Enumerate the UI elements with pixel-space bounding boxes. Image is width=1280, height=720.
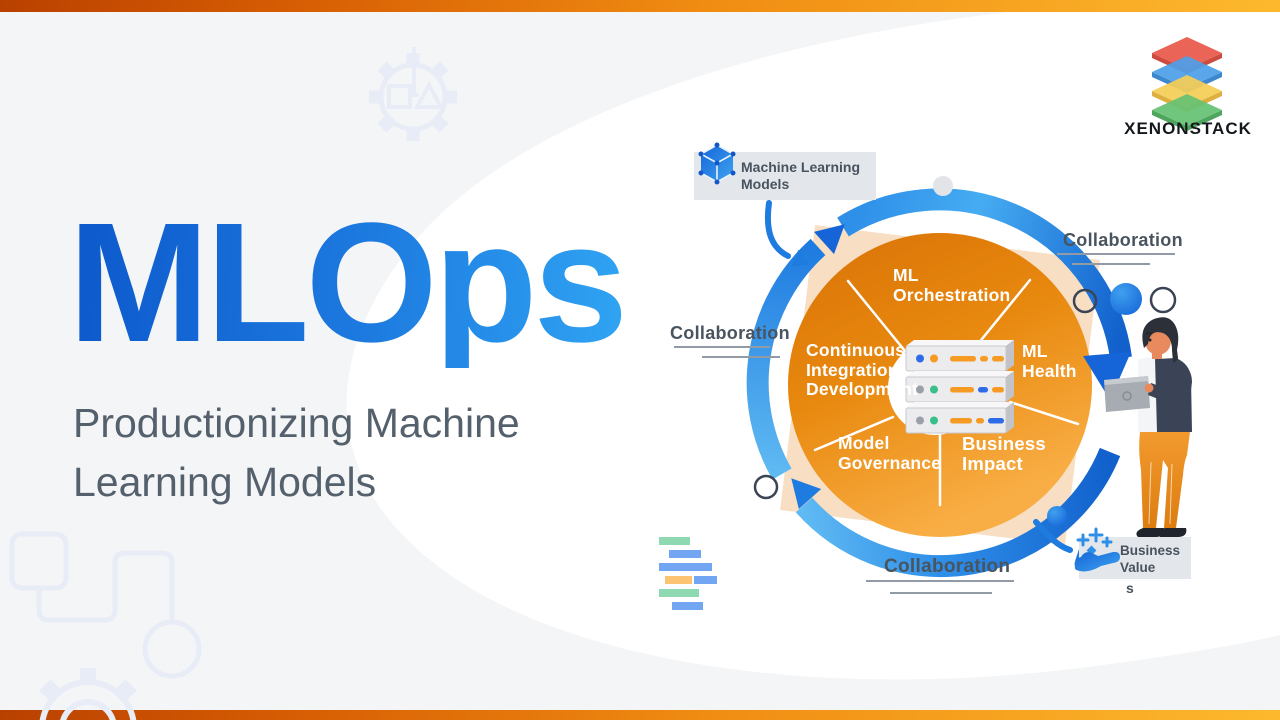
- sector-business-impact: Business Impact: [962, 433, 1046, 474]
- page-subtitle: Productionizing Machine Learning Models: [73, 400, 520, 506]
- sector-ml-health: ML Health: [1022, 341, 1077, 381]
- input-arrow: [764, 200, 810, 267]
- server-stack-icon: [905, 340, 1014, 434]
- brand-name: XENONSTACK: [1124, 119, 1252, 138]
- sector-model-governance: Model Governance: [838, 433, 942, 473]
- underline: [674, 346, 770, 348]
- collaboration-label-left: Collaboration: [670, 323, 790, 343]
- bottom-accent-bar: [0, 710, 1280, 720]
- sector-continuous-integration-development: Continuous Integration Development: [806, 340, 919, 399]
- underline: [1057, 253, 1175, 255]
- layered-stack-icon: [1152, 37, 1222, 131]
- underline: [890, 592, 992, 594]
- output-label-line2: Value: [1120, 560, 1156, 575]
- flowchart-icon: [9, 531, 202, 679]
- output-label-business-value: Business Value: [1074, 527, 1191, 579]
- underline: [866, 580, 1014, 582]
- page-title: MLOps: [68, 188, 628, 378]
- gantt-bars-icon: [659, 537, 717, 610]
- underline: [702, 356, 780, 358]
- input-label-line2: Models: [741, 176, 790, 192]
- hand-sparkles-icon: [1071, 525, 1123, 581]
- underline: [1072, 263, 1150, 265]
- input-label-machine-learning-models: Machine Learning Models: [694, 142, 876, 200]
- output-label-wrap-char: s: [1126, 580, 1134, 596]
- output-label-line1: Business: [1120, 543, 1181, 558]
- ml-cube-icon: [696, 141, 738, 189]
- person-with-laptop: [1104, 317, 1192, 537]
- input-label-line1: Machine Learning: [741, 159, 861, 175]
- top-accent-bar: [0, 0, 1280, 12]
- collaboration-label-bottom: Collaboration: [884, 556, 1011, 577]
- sector-ml-orchestration: ML Orchestration: [893, 265, 1011, 305]
- gear-icon: [369, 47, 457, 141]
- collaboration-label-top: Collaboration: [1063, 230, 1183, 250]
